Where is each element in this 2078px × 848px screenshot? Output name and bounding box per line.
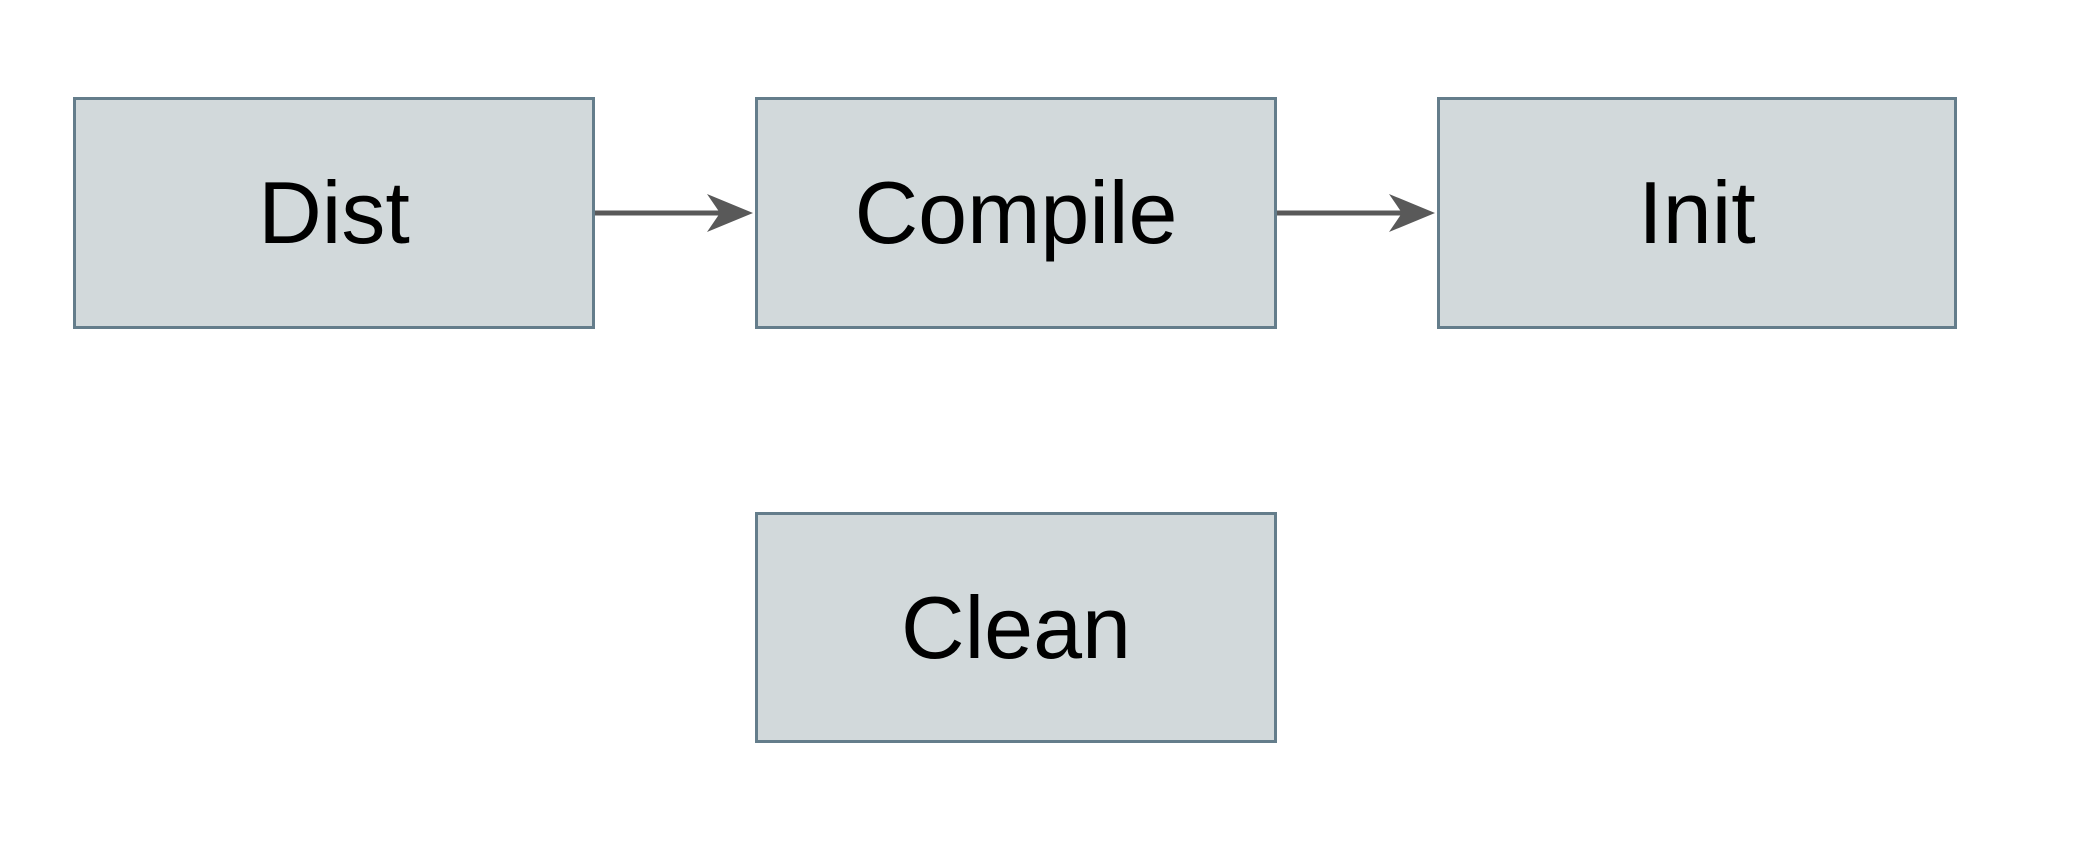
node-init: Init [1437, 97, 1957, 329]
node-clean: Clean [755, 512, 1277, 743]
node-compile: Compile [755, 97, 1277, 329]
node-dist: Dist [73, 97, 595, 329]
arrow-compile-to-init [1277, 194, 1435, 232]
node-clean-label: Clean [901, 577, 1131, 677]
node-dist-label: Dist [258, 163, 410, 262]
arrowhead-icon [707, 194, 753, 232]
arrow-dist-to-compile [595, 194, 753, 232]
node-compile-label: Compile [854, 163, 1178, 262]
node-init-label: Init [1638, 163, 1756, 262]
arrowhead-icon [1389, 194, 1435, 232]
